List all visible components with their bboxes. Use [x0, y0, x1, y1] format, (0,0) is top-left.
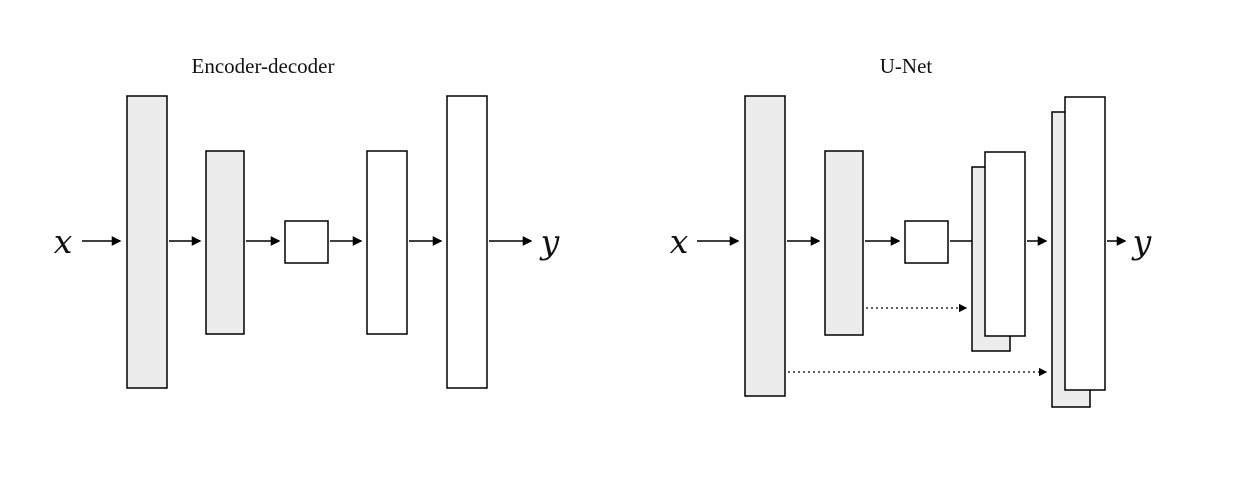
unet-diagram: U-Net x y: [670, 54, 1152, 408]
ed-bottleneck: [284, 220, 329, 264]
ed-encoder-layer: [205, 150, 245, 335]
ed-decoder-layer: [366, 150, 408, 335]
encoder-decoder-diagram: Encoder-decoder x y: [54, 54, 560, 389]
ed-output-layer: [446, 95, 488, 389]
input-label: x: [54, 222, 73, 261]
encoder-decoder-title: Encoder-decoder: [192, 54, 335, 78]
unet-title: U-Net: [880, 54, 933, 78]
input-label: x: [670, 222, 689, 261]
unet-bottleneck: [904, 220, 949, 264]
unet-input-layer: [744, 95, 786, 397]
output-label: y: [539, 222, 560, 261]
unet-output-layer: [1064, 96, 1106, 391]
ed-input-layer: [126, 95, 168, 389]
unet-decoder-layer: [984, 151, 1026, 337]
unet-encoder-layer: [824, 150, 864, 336]
output-label: y: [1131, 222, 1152, 261]
